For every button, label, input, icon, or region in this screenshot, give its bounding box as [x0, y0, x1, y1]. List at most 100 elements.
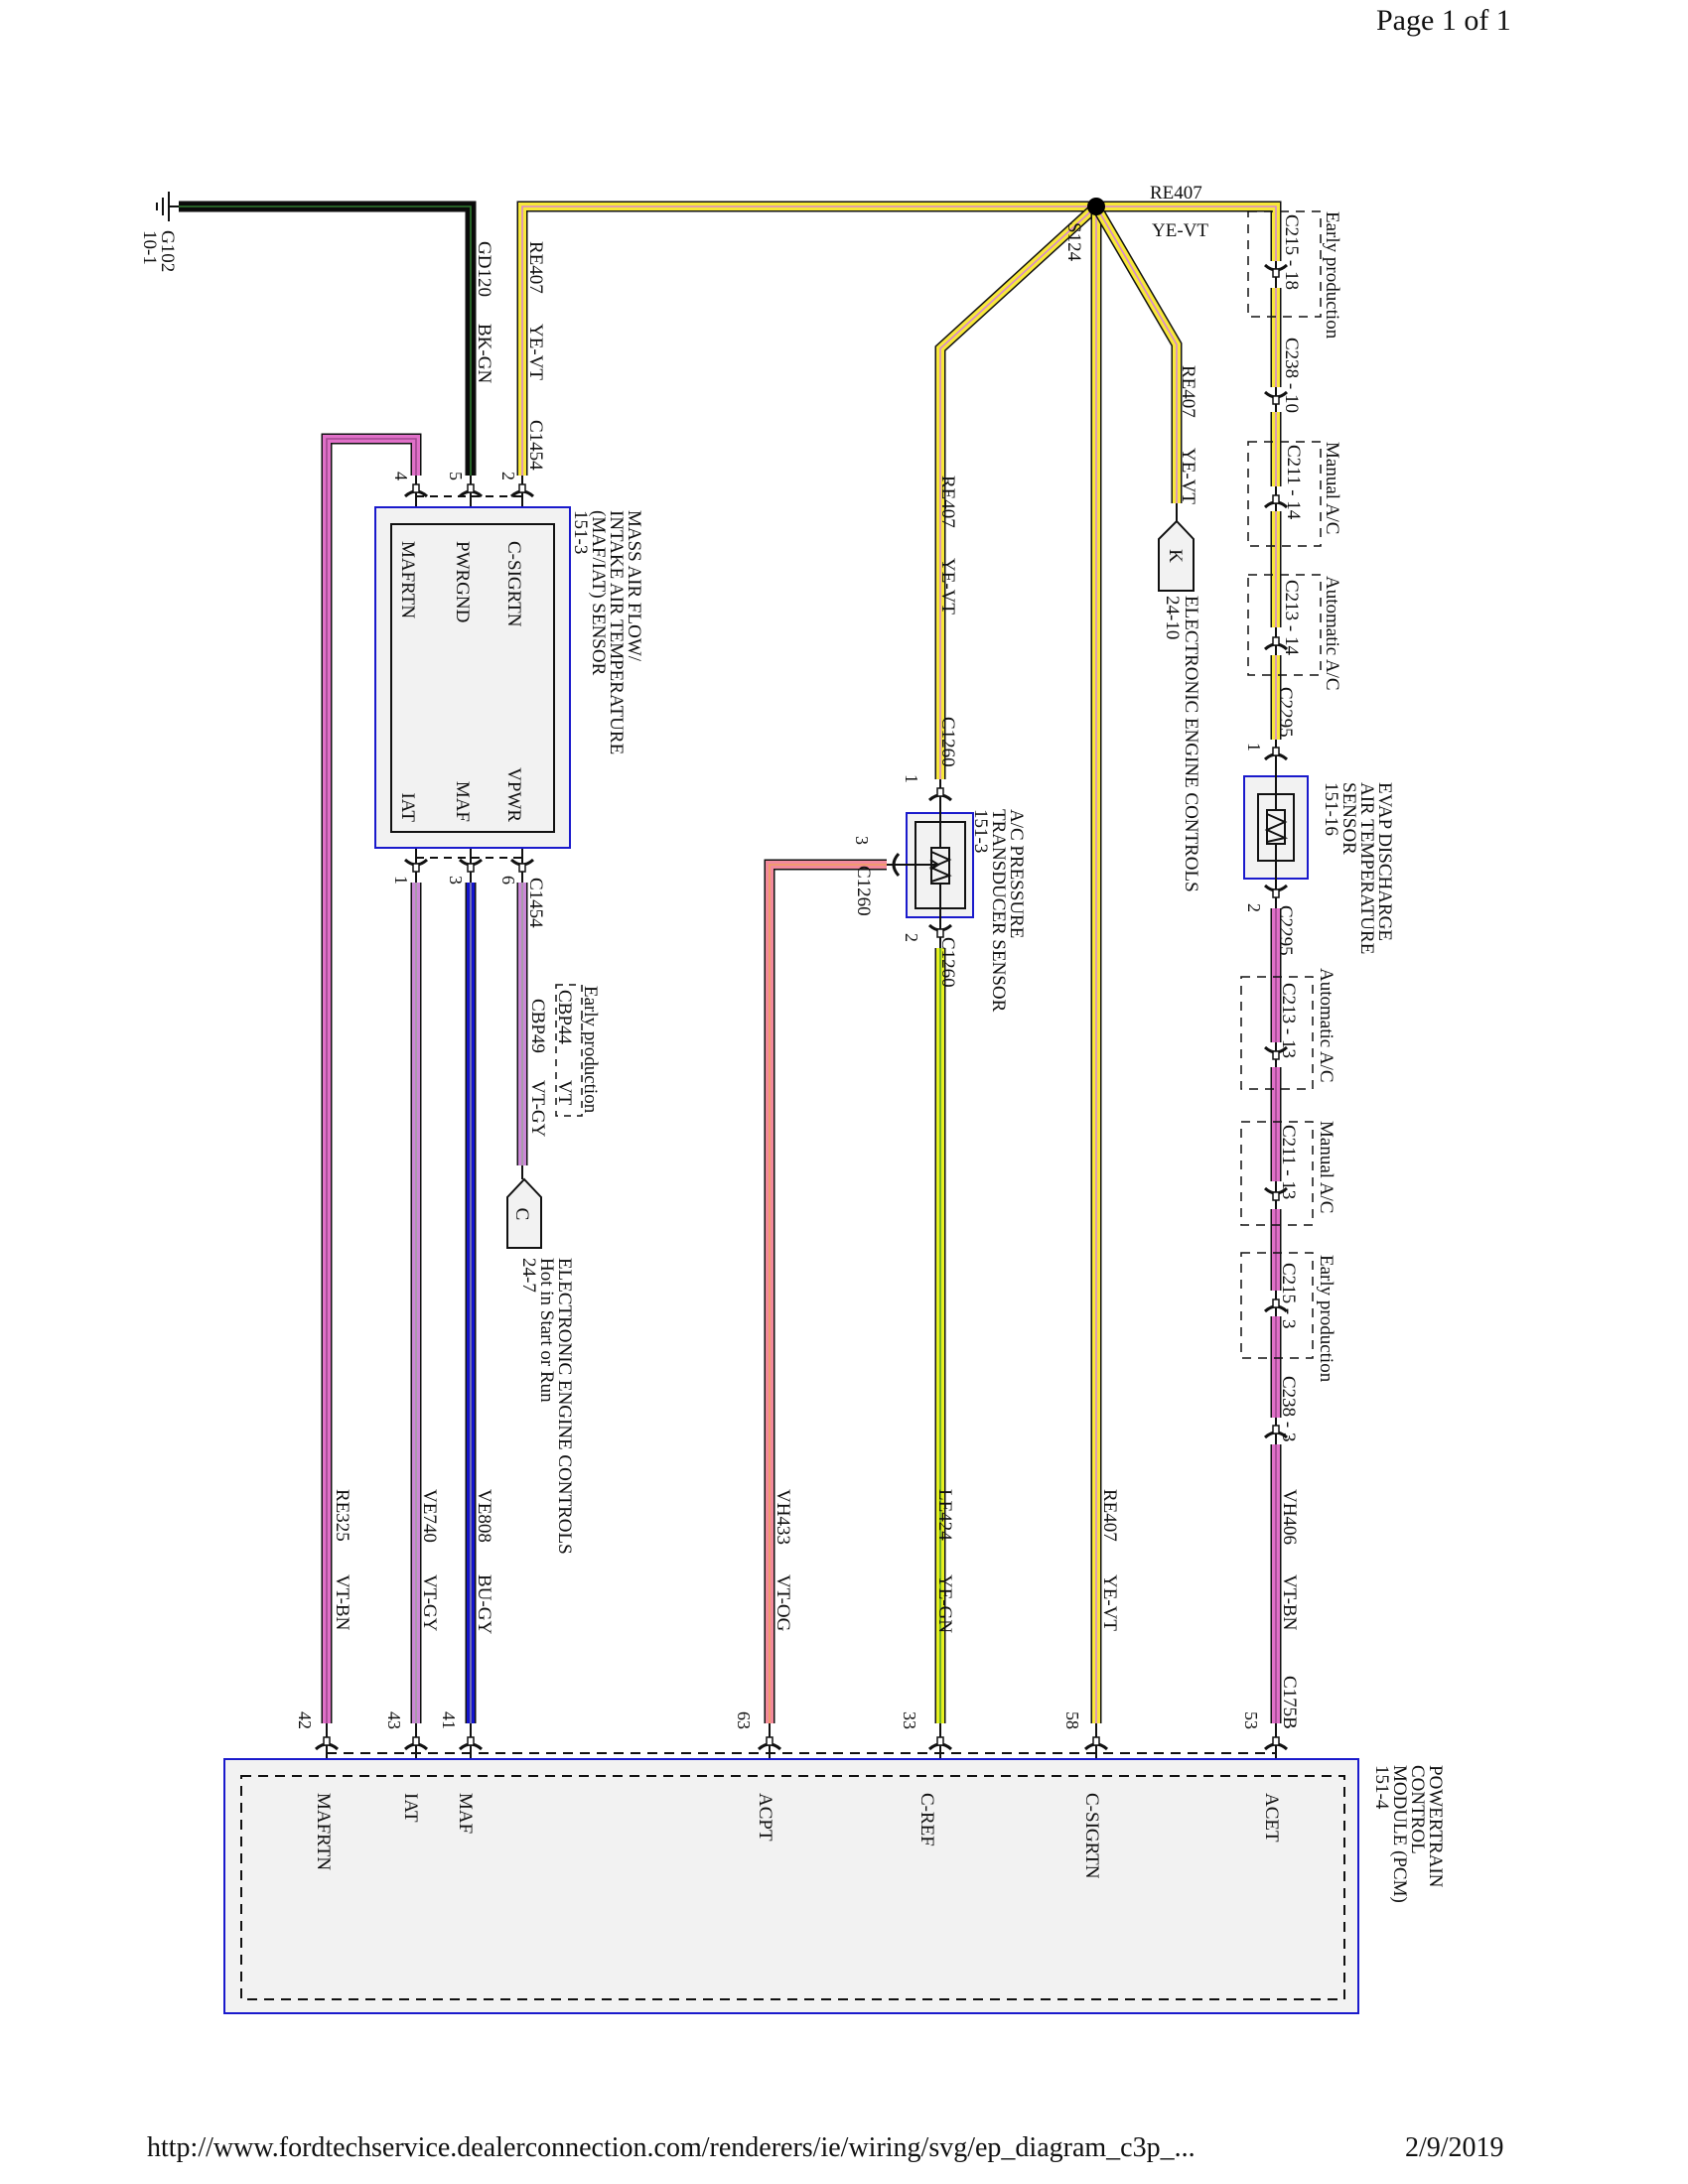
pin-number: 6: [498, 876, 518, 885]
connector-label: C1260: [853, 866, 874, 916]
wire-color: YE-VT: [1152, 220, 1208, 241]
pin-number: 3: [852, 836, 872, 845]
wire-circuit: RE325: [332, 1489, 352, 1542]
ref-page: 24-10: [1162, 596, 1183, 639]
variant-note: Manual A/C: [1322, 442, 1342, 534]
ground-ref: 10-1: [139, 230, 160, 265]
early-production-box-top: [1247, 210, 1322, 318]
pin-name: IAT: [397, 792, 418, 822]
footer-url[interactable]: http://www.fordtechservice.dealerconnect…: [147, 2132, 1196, 2163]
pin-name: MAF: [452, 781, 473, 822]
pin-name: ACET: [1261, 1793, 1282, 1843]
wire-re325[interactable]: [321, 433, 422, 1723]
wire-color-alt: VT: [554, 1080, 575, 1106]
wire-circuit: RE407: [525, 241, 546, 294]
ref-letter: C: [511, 1208, 532, 1221]
wire-re407-maf[interactable]: [516, 201, 1096, 476]
connector-pin-icon: [403, 483, 429, 498]
splice-s124[interactable]: [1087, 198, 1105, 215]
wire-circuit: GD120: [474, 241, 494, 297]
pin-number: 33: [900, 1711, 919, 1729]
pin-number: 4: [391, 472, 411, 480]
pin-name: C-SIGRTN: [1081, 1793, 1102, 1879]
pin-number: 1: [1244, 743, 1264, 751]
connector-pin-icon: [1263, 1298, 1289, 1313]
ref-note: Hot in Start or Run: [536, 1258, 557, 1403]
wire-gd120[interactable]: [179, 201, 477, 476]
early-production-box-bottom: [1240, 1252, 1314, 1359]
wires: [179, 201, 1282, 1776]
wire-circuit: VH406: [1279, 1489, 1300, 1545]
pin-number: 41: [439, 1711, 459, 1729]
ref-k-connector[interactable]: [1158, 519, 1195, 592]
wire-color: VT-BN: [1279, 1574, 1300, 1631]
wire-color: VT-OG: [773, 1574, 793, 1632]
wire-circuit: RE407: [1099, 1489, 1120, 1542]
pcm-box[interactable]: [223, 1758, 1359, 2014]
connector-pin-icon: [509, 858, 535, 873]
connector-label: C1260: [937, 937, 958, 988]
wire-color: VT-BN: [332, 1574, 352, 1631]
pin-name: C-REF: [916, 1793, 937, 1846]
wire-color: YE-GN: [934, 1574, 955, 1633]
ref-title: ELECTRONIC ENGINE CONTROLS: [1181, 596, 1201, 892]
connector-pin-icon: [1263, 390, 1289, 405]
inline-connector-label: C211 - 14: [1283, 445, 1304, 520]
wire-circuit: CBP49: [527, 999, 548, 1053]
wire-vh433[interactable]: [764, 859, 887, 1723]
thermistor-icon: [1264, 751, 1289, 893]
connector-pins: [314, 263, 1289, 1751]
connector-label: C2295: [1275, 905, 1296, 956]
variant-note: Automatic A/C: [1322, 576, 1342, 691]
connector-pin-icon: [458, 1736, 484, 1751]
pin-number: 1: [902, 774, 921, 783]
pin-name: MAFRTN: [313, 1793, 334, 1870]
connector-pin-icon: [1263, 1045, 1289, 1060]
pin-name: ACPT: [755, 1793, 775, 1842]
component-title: MASS AIR FLOW/: [624, 510, 644, 662]
inline-connector-label: C215 - 18: [1281, 214, 1302, 290]
wire-re407-k[interactable]: [1091, 204, 1183, 503]
ground-icon: [156, 192, 179, 221]
wire-circuit: RE407: [1178, 365, 1198, 418]
connector-pin-icon: [927, 787, 953, 802]
wire-circuit: VE740: [419, 1489, 440, 1543]
connector-pin-icon: [509, 483, 535, 498]
wire-circuit-alt: CBP44: [554, 990, 575, 1044]
connector-pin-icon: [892, 852, 901, 878]
manual-ac-box-bottom: [1240, 1121, 1314, 1226]
ref-letter: K: [1165, 549, 1186, 563]
pin-number: 2: [1244, 903, 1264, 912]
component-title: EVAP DISCHARGE: [1374, 782, 1395, 941]
connector-label: C1454: [525, 420, 546, 471]
connector-pin-icon: [1263, 494, 1289, 509]
splice-label: S124: [1063, 222, 1084, 262]
inline-connector-label: C211 - 13: [1278, 1125, 1299, 1199]
wire-re407-acp[interactable]: [934, 202, 1100, 779]
inline-connector-label: C213 - 13: [1278, 983, 1299, 1058]
connector-pin-icon: [1263, 884, 1289, 898]
page-indicator: Page 1 of 1: [1376, 4, 1511, 37]
connector-label: C1454: [525, 878, 546, 928]
automatic-ac-box-bottom: [1240, 976, 1314, 1090]
component-title: CONTROL: [1407, 1765, 1428, 1854]
connector-pin-icon: [1263, 636, 1289, 651]
component-title: 151-4: [1371, 1765, 1392, 1810]
manual-ac-box-top: [1247, 441, 1322, 547]
wire-re407-top[interactable]: [1096, 201, 1282, 261]
connector-pin-icon: [927, 923, 953, 938]
component-title: 151-3: [570, 510, 591, 554]
wire-color: VT-GY: [527, 1080, 548, 1138]
ref-c-connector[interactable]: [506, 1177, 542, 1249]
component-title: POWERTRAIN: [1425, 1765, 1446, 1888]
pcm-inner-dashed: [240, 1775, 1345, 2000]
connector-label: C175B: [1279, 1676, 1300, 1729]
variant-note: Early production: [1316, 1255, 1336, 1383]
wire-color: YE-VT: [1099, 1574, 1120, 1631]
wire-circuit: RE407: [1150, 183, 1202, 204]
connector-pin-icon: [1263, 1425, 1289, 1439]
pin-number: 43: [384, 1711, 404, 1729]
connector-pin-icon: [403, 858, 429, 873]
pin-name: VPWR: [503, 767, 524, 822]
